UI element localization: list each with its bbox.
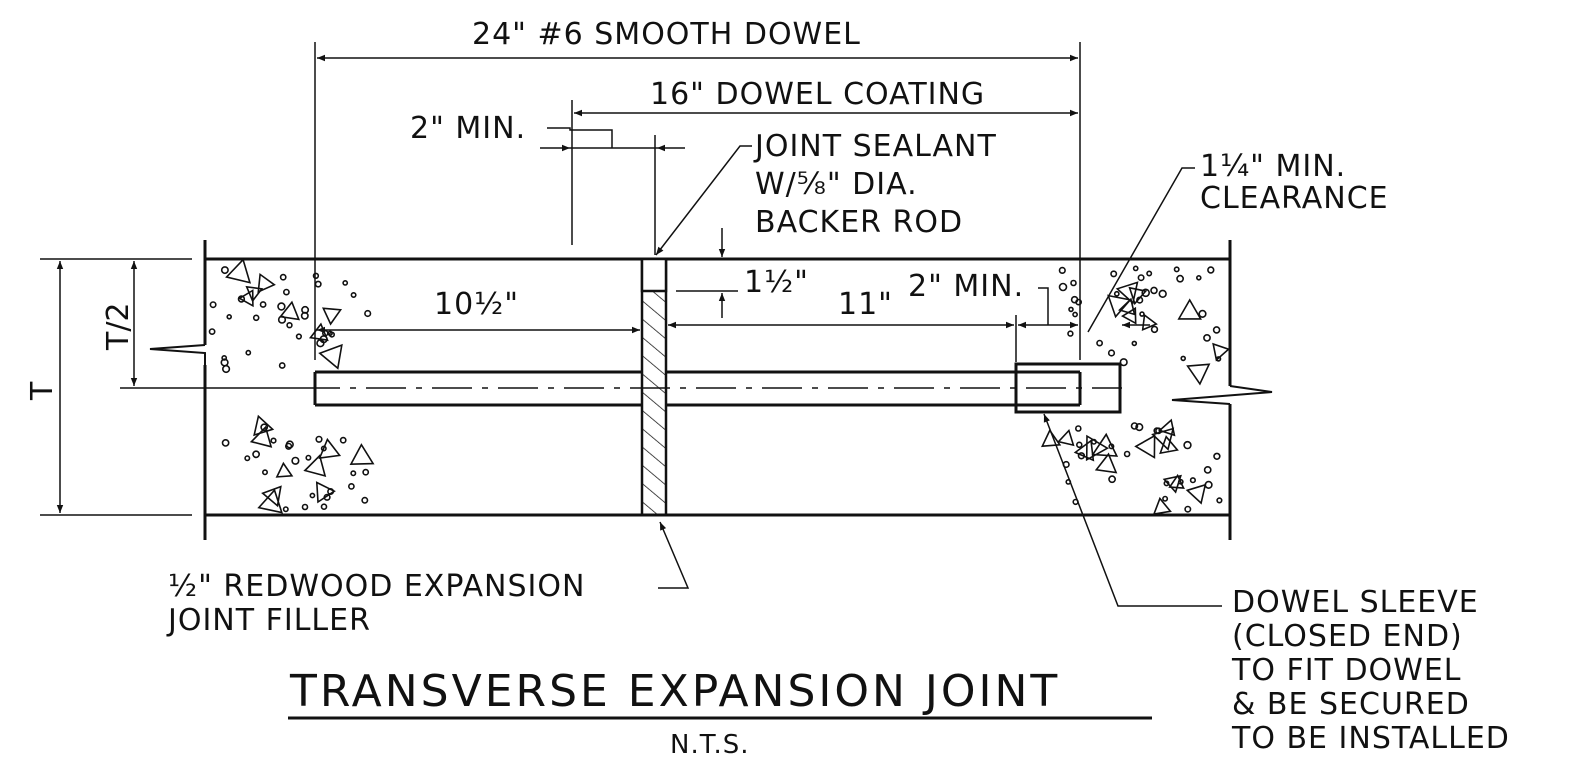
filler-line-2: JOINT FILLER bbox=[168, 603, 371, 638]
dowel-bar bbox=[300, 370, 1122, 407]
left-embed-label: 10½" bbox=[434, 287, 520, 322]
sleeve-min-label: 2" MIN. bbox=[908, 269, 1025, 304]
coating-length-label: 16" DOWEL COATING bbox=[650, 77, 986, 112]
clearance-leader bbox=[1087, 167, 1195, 333]
filler-leader bbox=[658, 521, 690, 589]
coating-min-label: 2" MIN. bbox=[410, 111, 527, 146]
dim-thickness bbox=[40, 258, 300, 516]
filler-line-1: ½" REDWOOD EXPANSION bbox=[168, 569, 586, 604]
sealant-depth-label: 1½" bbox=[744, 265, 809, 300]
joint-sealant-line-2: W/⅝" DIA. bbox=[755, 167, 918, 202]
clearance-line-1: 1¼" MIN. bbox=[1200, 149, 1347, 184]
slab-outline bbox=[149, 240, 1273, 540]
thickness-label: T bbox=[25, 381, 60, 401]
sleeve-line-4: & BE SECURED bbox=[1232, 687, 1470, 722]
right-embed-label: 11" bbox=[838, 287, 893, 322]
dim-dowel-length bbox=[314, 42, 1081, 360]
dim-coating-min bbox=[540, 127, 685, 255]
scale-note: N.T.S. bbox=[670, 730, 750, 760]
half-thickness-label: T/2 bbox=[101, 302, 136, 351]
joint-sealant-leader bbox=[655, 145, 752, 256]
drawing-title: TRANSVERSE EXPANSION JOINT bbox=[290, 666, 1061, 717]
sleeve-line-1: DOWEL SLEEVE bbox=[1232, 585, 1479, 620]
sleeve-line-5: TO BE INSTALLED bbox=[1232, 721, 1510, 756]
dim-coating-length bbox=[571, 100, 1078, 245]
sleeve-line-2: (CLOSED END) bbox=[1232, 619, 1463, 654]
dowel-sleeve bbox=[1014, 362, 1122, 414]
joint-sealant-line-1: JOINT SEALANT bbox=[755, 129, 997, 164]
clearance-line-2: CLEARANCE bbox=[1200, 181, 1389, 216]
dowel-length-label: 24" #6 SMOOTH DOWEL bbox=[472, 17, 861, 52]
dim-sleeve-min bbox=[1015, 287, 1150, 362]
sleeve-line-3: TO FIT DOWEL bbox=[1232, 653, 1462, 688]
dim-sealant-depth bbox=[676, 228, 738, 318]
joint-sealant-line-3: BACKER ROD bbox=[755, 205, 964, 240]
sleeve-leader bbox=[1043, 413, 1222, 607]
redwood-filler bbox=[640, 257, 668, 517]
concrete-aggregate bbox=[208, 258, 1231, 516]
